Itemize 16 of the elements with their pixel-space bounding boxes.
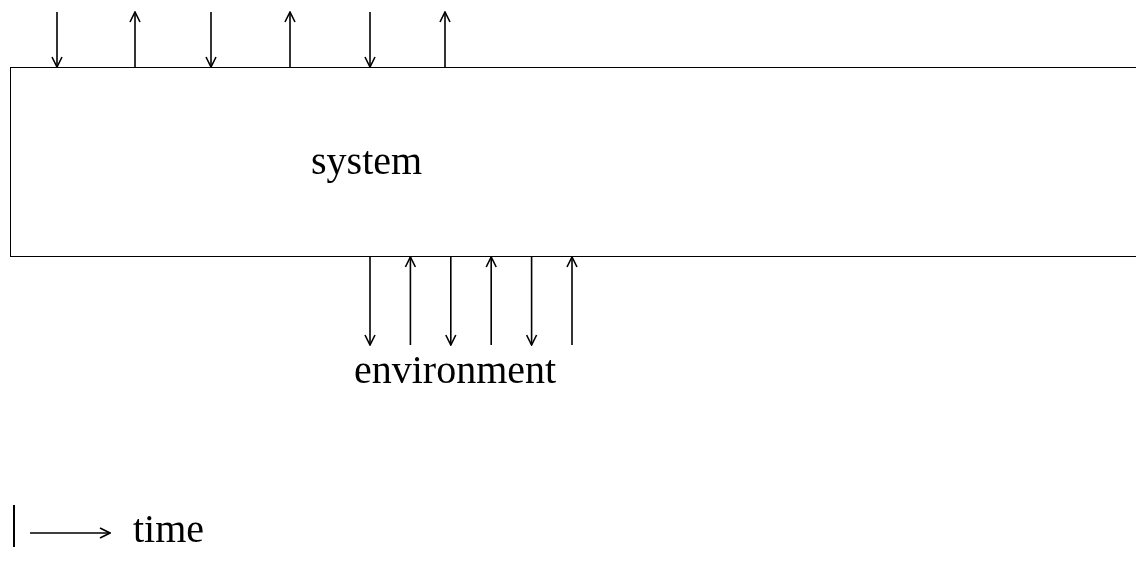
environment-label: environment bbox=[352, 345, 590, 395]
arrow bbox=[485, 256, 497, 346]
axis-label: time bbox=[133, 506, 205, 552]
arrow bbox=[404, 256, 417, 346]
system-label: system bbox=[311, 138, 423, 184]
arrow bbox=[445, 256, 457, 346]
arrow bbox=[205, 11, 217, 68]
arrow bbox=[364, 11, 376, 68]
arrow bbox=[284, 11, 296, 68]
arrow bbox=[364, 256, 376, 346]
arrow bbox=[51, 11, 63, 68]
arrow bbox=[566, 256, 578, 346]
arrow bbox=[129, 11, 141, 68]
arrow bbox=[525, 256, 538, 346]
arrow bbox=[439, 11, 451, 68]
system-box bbox=[10, 67, 1136, 257]
